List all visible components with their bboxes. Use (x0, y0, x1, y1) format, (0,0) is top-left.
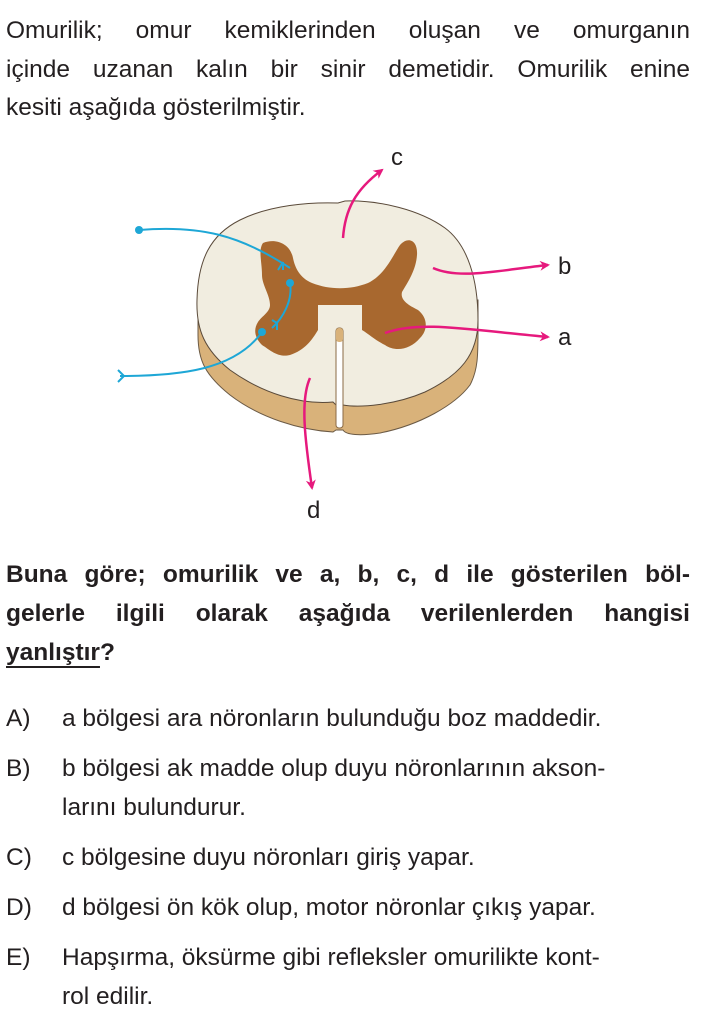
label-a: a (558, 324, 572, 351)
option-text: rol edilir. (62, 983, 154, 1010)
option-letter: C) (6, 844, 32, 871)
option-text: a bölgesi ara nöronların bulunduğu boz m… (62, 705, 602, 732)
intro-line: kesiti aşağıda gösterilmiştir. (6, 94, 306, 121)
arrow-b (432, 260, 550, 275)
option-letter: B) (6, 755, 31, 782)
neuron-paths (117, 227, 292, 383)
spinal-cord-diagram: c b a d (117, 144, 572, 524)
option-letter: E) (6, 944, 31, 971)
intro-line: içinde uzanan kalın bir sinir demetidir.… (6, 55, 690, 83)
arrow-a (384, 325, 550, 342)
label-d: d (307, 497, 320, 524)
intro-line: Omurilik; omur kemiklerinden oluşan ve o… (6, 17, 690, 44)
option-text: Hapşırma, öksürme gibi refleksler omuril… (62, 944, 600, 971)
question-emphasis: yanlıştır (6, 639, 100, 666)
central-canal (335, 327, 344, 429)
question-stem: Buna göre; omurilik ve a, b, c, d ile gö… (6, 555, 690, 672)
label-c: c (391, 144, 403, 171)
option-letter: A) (6, 705, 31, 732)
option-letter: D) (6, 894, 32, 921)
question-line: Buna göre; omurilik ve a, b, c, d ile gö… (6, 561, 690, 588)
option-text: c bölgesine duyu nöronları giriş yapar. (62, 844, 475, 871)
label-b: b (558, 253, 571, 280)
arrow-c (341, 168, 384, 239)
question-mark: ? (99, 639, 115, 666)
intro-paragraph: Omurilik; omur kemiklerinden oluşan ve o… (6, 12, 690, 128)
question-line: gelerle ilgili olarak aşağıda verilenler… (6, 600, 690, 627)
gray-matter (255, 240, 426, 356)
option-text: d bölgesi ön kök olup, motor nöronlar çı… (62, 894, 596, 921)
option-text: b bölgesi ak madde olup duyu nöronlarını… (62, 755, 606, 782)
arrow-d (303, 377, 316, 490)
option-text: larını bulundurur. (62, 794, 246, 821)
